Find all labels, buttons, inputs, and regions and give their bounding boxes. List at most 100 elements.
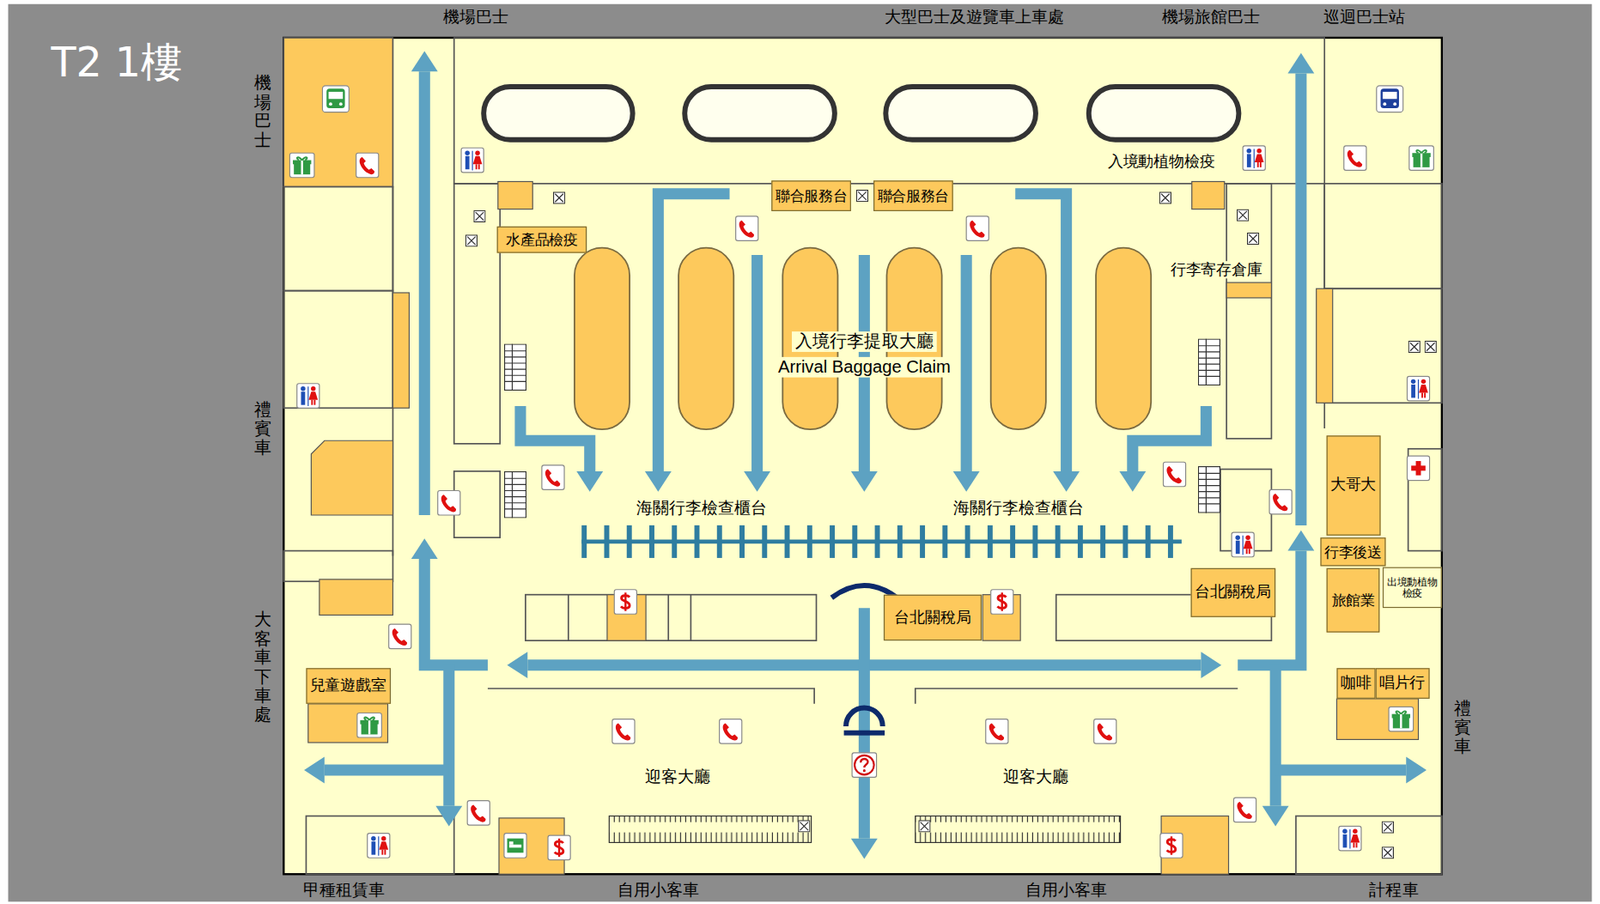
counter-post bbox=[1032, 525, 1038, 559]
phone-icon bbox=[1233, 797, 1256, 823]
restroom-icon bbox=[1406, 376, 1430, 402]
plan-rect bbox=[283, 37, 393, 187]
vertical-area-label: 禮賓車 bbox=[1453, 699, 1472, 757]
plan-rect bbox=[283, 551, 393, 583]
plan-line bbox=[690, 595, 693, 641]
quarantine-office: 出境動植物檢疫 bbox=[1382, 567, 1442, 609]
area-label: 計程車 bbox=[1368, 882, 1418, 901]
phone-icon bbox=[356, 152, 379, 178]
plan-rect bbox=[574, 248, 630, 430]
plan-rect bbox=[1316, 288, 1333, 403]
phone-icon bbox=[438, 490, 461, 516]
stair-icon bbox=[1198, 338, 1221, 386]
phone-icon bbox=[1162, 462, 1186, 487]
flow-arrow bbox=[424, 559, 488, 666]
plan-rect bbox=[608, 816, 811, 844]
area-label: 機場旅館巴士 bbox=[1161, 8, 1260, 28]
plan-rect bbox=[684, 86, 835, 140]
cafe: 咖啡 bbox=[1336, 668, 1375, 700]
service-desk: 聯合服務台 bbox=[873, 180, 954, 212]
flow-arrow bbox=[961, 255, 973, 472]
area-label: 行李寄存倉庫 bbox=[1167, 261, 1266, 279]
plan-rect bbox=[525, 595, 817, 641]
shop-name: 大哥大 bbox=[1330, 476, 1376, 494]
plan-rect bbox=[392, 292, 409, 408]
counter-post bbox=[761, 525, 767, 559]
plan-rect bbox=[1336, 699, 1418, 741]
arrow-head bbox=[1119, 471, 1146, 493]
counter-post bbox=[1009, 525, 1016, 559]
hotel-icon bbox=[504, 833, 527, 859]
plan-rect bbox=[483, 86, 633, 140]
stair-icon bbox=[504, 343, 527, 391]
restroom-icon bbox=[1338, 826, 1362, 852]
arrow-head bbox=[1287, 530, 1315, 552]
flow-arrow bbox=[1132, 406, 1207, 472]
area-label: 迎客大廳 bbox=[644, 768, 711, 788]
mobile-shop: 大哥大 bbox=[1326, 435, 1381, 536]
plan-rect bbox=[1226, 183, 1272, 439]
gift-shop-icon bbox=[1409, 146, 1435, 171]
shop-name: 水產品檢疫 bbox=[505, 231, 578, 249]
restroom-icon bbox=[1231, 532, 1254, 558]
money-exchange-icon bbox=[614, 590, 637, 615]
area-label: 迎客大廳 bbox=[1003, 768, 1069, 788]
arrow-head bbox=[304, 757, 325, 785]
counter-post bbox=[739, 525, 745, 559]
money-exchange-icon bbox=[547, 835, 571, 861]
flow-arrow bbox=[1015, 194, 1066, 472]
counter-post bbox=[1055, 525, 1061, 559]
money-exchange-icon bbox=[1160, 833, 1183, 859]
area-label: 自用小客車 bbox=[617, 882, 700, 901]
plan-rect bbox=[678, 248, 734, 430]
restroom-icon bbox=[461, 147, 484, 173]
arrow-head bbox=[851, 471, 878, 493]
bus-icon bbox=[322, 85, 349, 113]
phone-icon bbox=[467, 801, 490, 827]
flow-arrow bbox=[657, 194, 730, 472]
arrow-head bbox=[1262, 806, 1290, 828]
vertical-area-label: 機場巴士 bbox=[254, 73, 272, 151]
gate-bar bbox=[844, 730, 886, 737]
money-exchange-icon bbox=[991, 590, 1014, 615]
phone-icon bbox=[612, 719, 635, 745]
phone-icon bbox=[1344, 146, 1367, 171]
box-icon bbox=[474, 210, 486, 222]
flow-arrow bbox=[1295, 73, 1307, 526]
arrow-head bbox=[644, 471, 672, 493]
counter-post bbox=[671, 525, 677, 559]
plan-rect bbox=[1324, 288, 1442, 403]
plan-rect bbox=[305, 816, 454, 876]
arrow-head bbox=[576, 471, 603, 493]
quarantine-office: 水產品檢疫 bbox=[497, 226, 588, 254]
record-shop: 唱片行 bbox=[1374, 668, 1430, 700]
map-title: T2 1樓 bbox=[50, 38, 182, 86]
counter-post bbox=[1100, 525, 1106, 559]
arrow-head bbox=[1200, 651, 1222, 679]
area-label: 大型巴士及遊覽車上車處 bbox=[884, 8, 1065, 28]
flow-arrow bbox=[751, 255, 763, 472]
stair-icon bbox=[1198, 466, 1221, 514]
flow-arrow bbox=[443, 665, 455, 807]
shop-name: 聯合服務台 bbox=[877, 188, 950, 205]
hotel-desk: 旅館業 bbox=[1326, 568, 1381, 633]
vertical-area-label: 禮賓車 bbox=[254, 400, 272, 458]
terminal-floor bbox=[283, 37, 1442, 875]
area-label: 機場巴士 bbox=[443, 8, 509, 28]
vertical-area-label: 大客車下車處 bbox=[254, 610, 272, 725]
area-label: 巡迴巴士站 bbox=[1323, 8, 1406, 28]
area-label: 入境行李提取大廳 bbox=[791, 331, 937, 352]
plan-rect bbox=[1226, 282, 1272, 299]
first-aid-icon bbox=[1406, 456, 1430, 481]
plan-line bbox=[667, 595, 670, 641]
plan-line bbox=[567, 595, 570, 641]
box-icon bbox=[1237, 209, 1249, 221]
kids-playroom: 兒童遊戲室 bbox=[305, 668, 391, 705]
flow-arrow bbox=[324, 765, 450, 777]
map-ground bbox=[8, 4, 1593, 903]
flow-arrow bbox=[1270, 665, 1282, 807]
area-label: 海關行李檢查櫃台 bbox=[949, 498, 1087, 518]
plan-rect bbox=[319, 579, 394, 616]
arrow-head bbox=[411, 50, 439, 72]
